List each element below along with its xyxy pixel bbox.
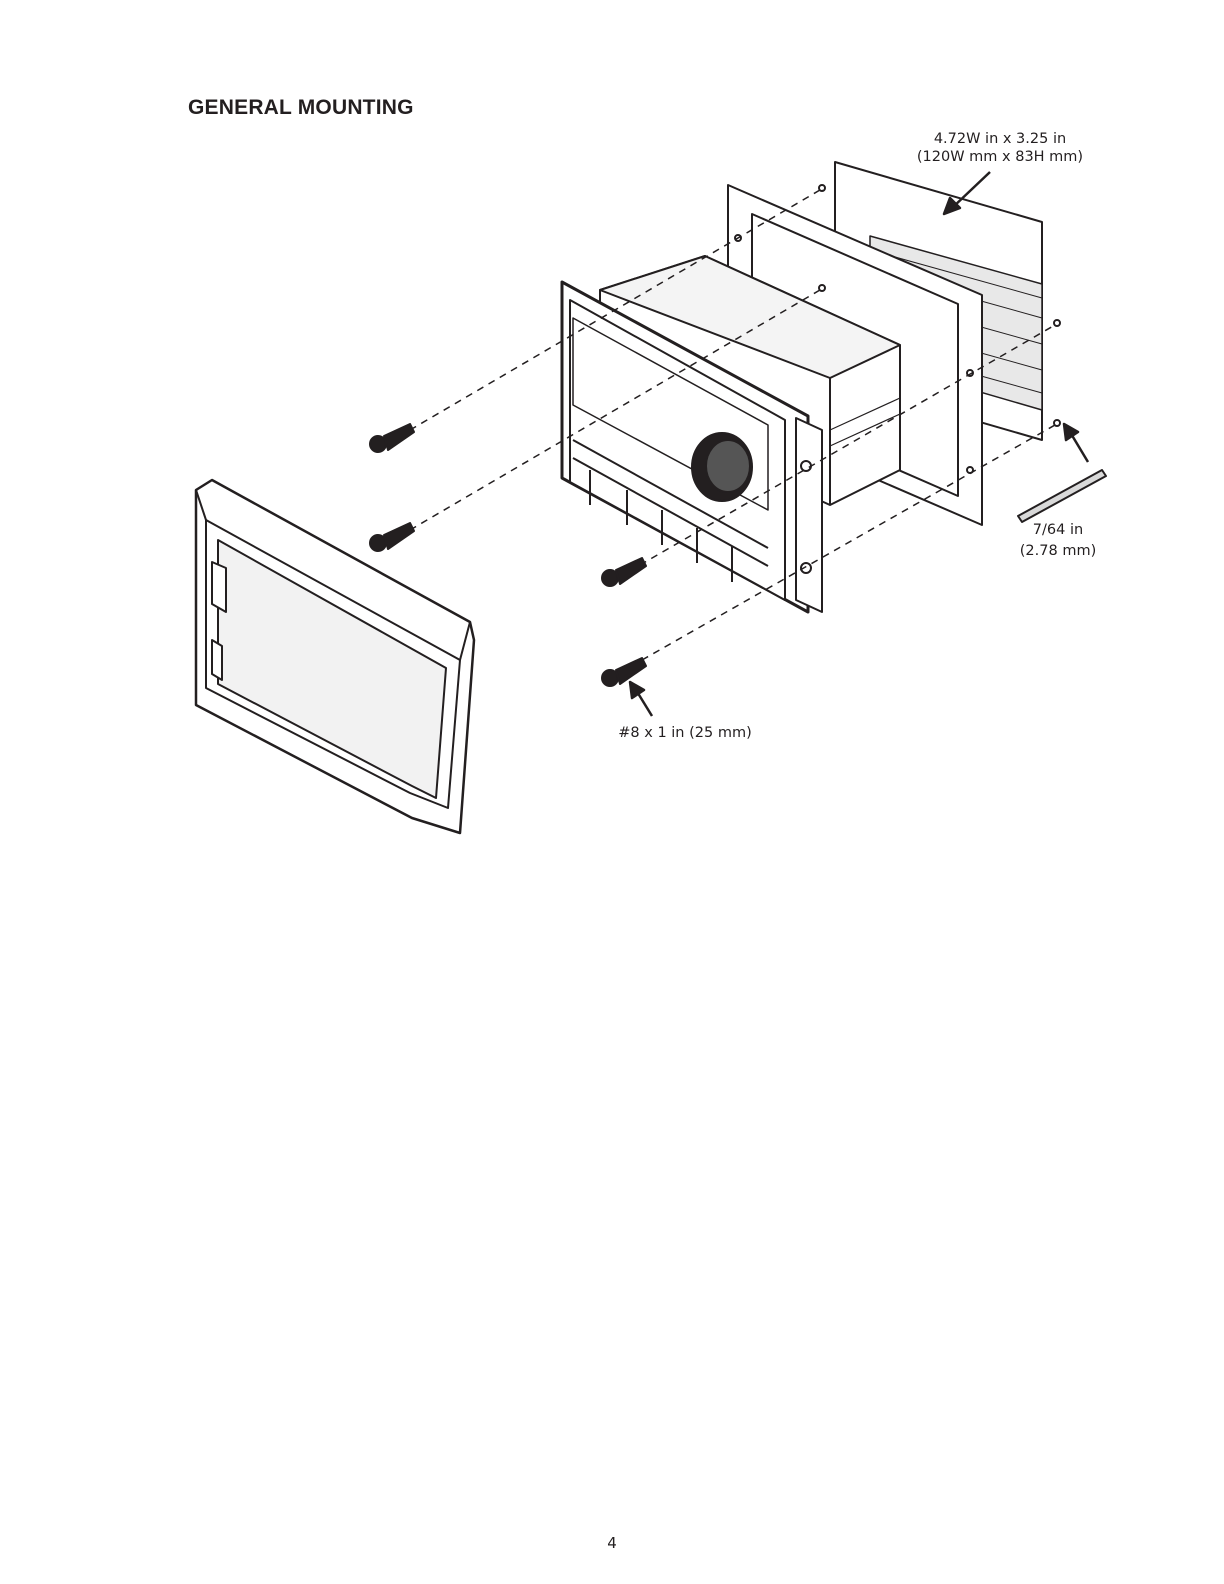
drill-bit (1018, 470, 1106, 522)
drill-size-imperial: 7/64 in (1010, 521, 1106, 539)
cutout-dimension-metric: (120W mm x 83H mm) (895, 148, 1105, 166)
screw-hole (1054, 320, 1060, 326)
screw (602, 558, 646, 586)
drill-size-metric: (2.78 mm) (1010, 542, 1106, 560)
screw (370, 424, 414, 452)
screw (370, 523, 414, 551)
arrow-drill (1064, 424, 1088, 462)
trim-bezel (196, 480, 474, 833)
screw-hole (819, 185, 825, 191)
cutout-dimension-imperial: 4.72W in x 3.25 in (895, 130, 1105, 148)
screw (602, 658, 646, 686)
screw-hole (1054, 420, 1060, 426)
arrow-screw (630, 682, 652, 716)
screw-size-label: #8 x 1 in (25 mm) (590, 724, 780, 742)
page-number: 4 (600, 1534, 624, 1552)
